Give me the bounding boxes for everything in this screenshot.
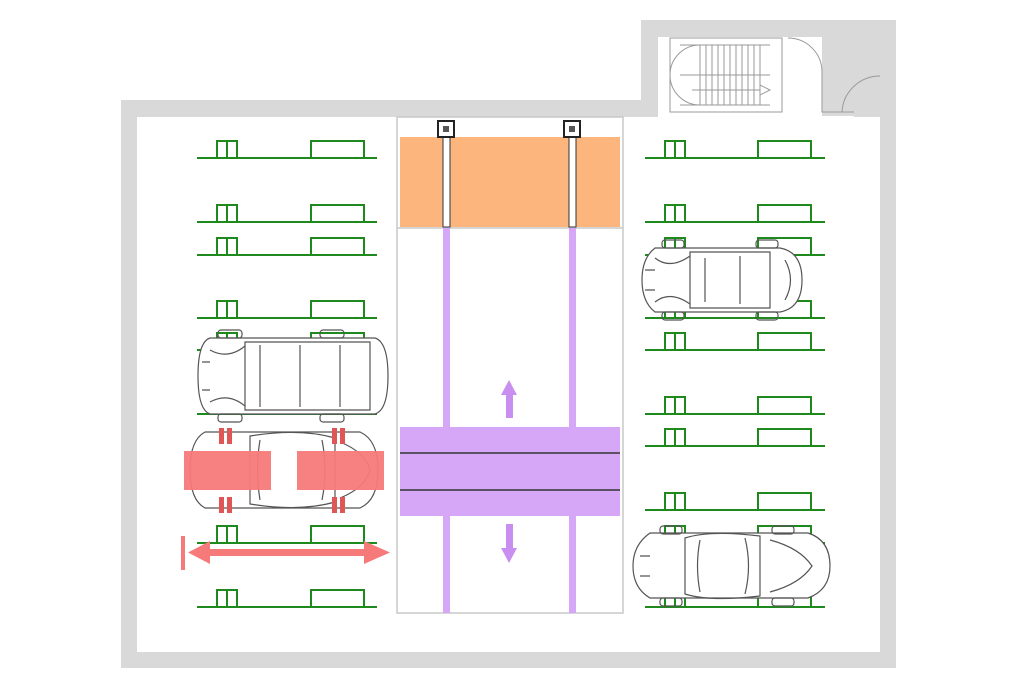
shuttle-platform: [400, 427, 620, 516]
slot-marker: [197, 237, 377, 256]
lift-block: [400, 120, 620, 228]
up-arrow-icon: [501, 380, 517, 418]
slot-marker: [197, 589, 377, 608]
car-right-upper: [641, 239, 803, 321]
slot-marker: [645, 428, 825, 447]
double-arrow-icon: [181, 536, 390, 570]
shuttle-rails: [443, 228, 576, 613]
slot-marker: [645, 492, 825, 511]
transfer-robot: [184, 428, 384, 513]
slot-marker: [197, 204, 377, 223]
slot-marker: [645, 332, 825, 351]
down-arrow-icon: [501, 524, 517, 563]
slot-marker: [645, 396, 825, 415]
slot-marker: [197, 525, 377, 544]
slot-marker: [197, 300, 377, 319]
car-right-lower: [632, 525, 831, 607]
slot-marker: [645, 204, 825, 223]
stairwell: [669, 37, 881, 113]
car-left-upper: [197, 329, 389, 423]
slot-marker: [197, 140, 377, 159]
slot-marker: [645, 140, 825, 159]
